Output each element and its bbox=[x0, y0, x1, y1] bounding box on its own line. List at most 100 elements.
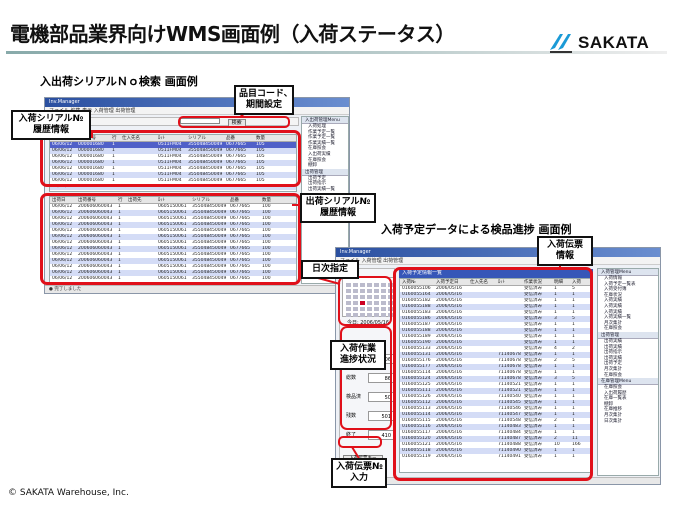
column-header[interactable]: 作業状況 bbox=[524, 280, 542, 285]
calendar-day[interactable] bbox=[381, 283, 386, 287]
column-header[interactable]: 出荷番号 bbox=[78, 198, 96, 203]
side-menu-item[interactable]: 入荷情報 bbox=[604, 276, 622, 281]
calendar-day[interactable] bbox=[367, 307, 372, 311]
side-menu-header[interactable]: 出荷管理 bbox=[598, 331, 658, 339]
calendar-day[interactable] bbox=[346, 313, 351, 317]
side-menu-item[interactable]: 在庫照会 bbox=[308, 146, 326, 152]
column-header[interactable]: ﾛｯﾄ bbox=[498, 280, 505, 285]
calendar-day[interactable] bbox=[367, 295, 372, 299]
calendar-day[interactable] bbox=[381, 295, 386, 299]
item-code-input[interactable] bbox=[180, 118, 220, 124]
column-header[interactable]: 品番 bbox=[226, 136, 235, 141]
column-header[interactable]: 行 bbox=[118, 198, 123, 203]
side-menu-item[interactable]: 入荷受付簿 bbox=[604, 287, 627, 293]
side-menu-item[interactable]: 月次集計 bbox=[604, 413, 622, 419]
side-menu-item[interactable]: 出荷実績 bbox=[604, 344, 622, 350]
calendar-day[interactable] bbox=[367, 289, 372, 293]
calendar-day[interactable] bbox=[381, 289, 386, 293]
calendar-day[interactable] bbox=[353, 307, 358, 311]
side-menu-item[interactable]: 在庫照会 bbox=[308, 157, 326, 163]
calendar-day[interactable] bbox=[360, 295, 365, 299]
side-menu-item[interactable]: 出荷実績 bbox=[604, 355, 622, 361]
menu-bar[interactable]: ファイル 編集 表示 入荷管理 出荷管理 bbox=[45, 107, 349, 115]
calendar-day[interactable] bbox=[374, 307, 379, 311]
column-header[interactable]: 出荷先 bbox=[128, 198, 142, 203]
calendar-day[interactable] bbox=[374, 295, 379, 299]
calendar-day[interactable] bbox=[381, 313, 386, 317]
column-header[interactable]: 明細 bbox=[554, 280, 563, 285]
calendar-day[interactable] bbox=[360, 313, 365, 317]
calendar-day[interactable] bbox=[367, 283, 372, 287]
side-menu-item[interactable]: 出荷予定 bbox=[308, 175, 326, 181]
column-header[interactable]: 入荷 bbox=[572, 280, 581, 285]
calendar-day[interactable] bbox=[346, 307, 351, 311]
calendar-day[interactable] bbox=[374, 301, 379, 305]
side-menu-item[interactable]: 入出荷履歴 bbox=[604, 390, 627, 396]
side-menu-item[interactable]: 在庫照会 bbox=[604, 385, 622, 391]
column-header[interactable]: ﾛｯﾄ bbox=[158, 198, 165, 203]
calendar-day[interactable] bbox=[374, 313, 379, 317]
side-menu-item[interactable]: 入荷実績 bbox=[604, 298, 622, 304]
side-menu-item[interactable]: 入荷処理 bbox=[308, 124, 326, 129]
calendar-day[interactable] bbox=[374, 289, 379, 293]
calendar-today[interactable]: 今日: 2006/05/16 bbox=[346, 320, 390, 326]
side-menu-item[interactable]: 在庫照会 bbox=[604, 372, 622, 378]
column-header[interactable]: 数量 bbox=[262, 198, 271, 203]
column-header[interactable]: 数量 bbox=[256, 136, 265, 141]
side-menu-header[interactable]: 出荷管理 bbox=[302, 168, 348, 176]
calendar-day[interactable] bbox=[353, 289, 358, 293]
side-menu-item[interactable]: 在庫一覧表 bbox=[604, 396, 627, 402]
calendar-day[interactable] bbox=[360, 289, 365, 293]
calendar-day[interactable] bbox=[367, 313, 372, 317]
side-menu-item[interactable]: 出荷指示 bbox=[604, 350, 622, 356]
side-menu-item[interactable]: 棚卸 bbox=[308, 163, 317, 169]
side-menu-item[interactable]: 出荷実績一覧 bbox=[308, 186, 335, 192]
side-menu-item[interactable]: 棚卸 bbox=[604, 401, 613, 407]
column-header[interactable]: ﾛｯﾄ bbox=[158, 136, 165, 141]
side-menu-item[interactable]: 出荷予定 bbox=[604, 361, 622, 367]
calendar-day[interactable] bbox=[346, 289, 351, 293]
column-header[interactable]: 入荷予定日 bbox=[436, 280, 459, 285]
side-menu-item[interactable]: 作業予定一覧 bbox=[308, 129, 335, 135]
side-menu-item[interactable]: 出荷指示 bbox=[308, 181, 326, 187]
side-menu-item[interactable]: 在庫推移 bbox=[604, 407, 622, 413]
side-menu-item[interactable]: 在庫状況 bbox=[604, 292, 622, 298]
side-menu-item[interactable]: 入荷予定一覧表 bbox=[604, 281, 636, 287]
calendar-day[interactable] bbox=[360, 301, 365, 305]
calendar-day[interactable] bbox=[353, 283, 358, 287]
side-menu-item[interactable]: 作業予定一覧 bbox=[308, 135, 335, 141]
calendar-day[interactable] bbox=[360, 283, 365, 287]
column-header[interactable]: 行 bbox=[112, 136, 117, 141]
calendar-day[interactable] bbox=[381, 307, 386, 311]
